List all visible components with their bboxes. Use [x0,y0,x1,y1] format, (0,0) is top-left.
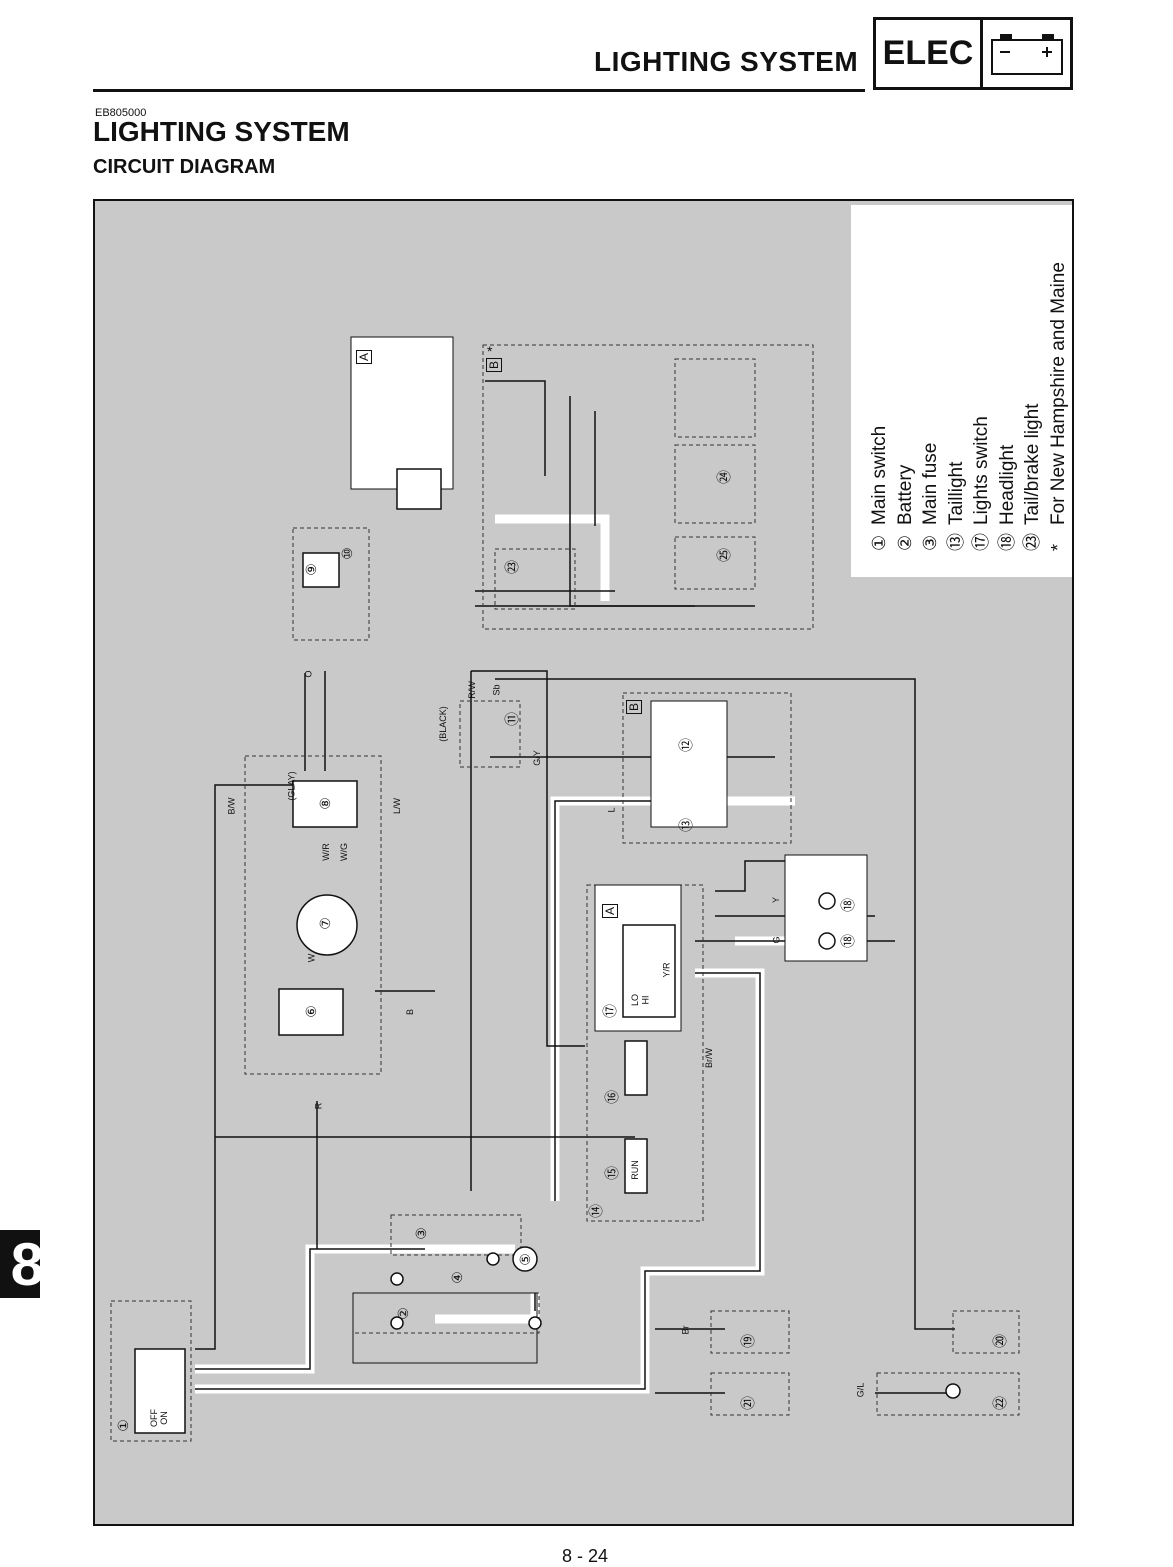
legend-item: ⑬Taillight [945,461,967,551]
component-label-4: ④ [448,1271,465,1284]
connector-note-gray: (GLAY) [286,771,297,801]
circuit-diagram: ① ② ③ ④ ⑤ ⑥ ⑦ ⑧ ⑨ ⑩ ⑪ ⑫ ⑬ ⑭ ⑮ ⑯ ⑰ ⑱ ⑱ ⑲ … [93,199,1074,1526]
component-label-22: ㉒ [992,1396,1008,1410]
wire-label-brw: Br/W [704,1048,714,1068]
component-label-20: ⑳ [992,1334,1008,1348]
wire-label-rw: R/W [466,681,477,699]
wire-label-b: B [405,1008,416,1016]
switch-label-run: RUN [629,1160,640,1180]
legend-item: *For New Hampshire and Maine [1047,262,1069,551]
section-title: LIGHTING SYSTEM [93,116,350,147]
battery-icon [983,20,1070,87]
legend: ①Main switch ②Battery ③Main fuse ⑬Tailli… [851,205,1072,577]
box-b-marker: B [486,357,503,373]
box-b-marker-main: B [626,699,643,715]
page-number: 8 - 24 [562,1546,609,1566]
component-label-1: ① [114,1419,131,1432]
component-label-21: ㉑ [740,1396,756,1410]
component-label-5: ⑤ [516,1253,533,1266]
wire-label-r: R [313,1102,324,1110]
component-label-15: ⑮ [604,1166,620,1180]
component-label-16: ⑯ [604,1090,620,1104]
component-label-23: ㉓ [504,560,520,574]
box-a-marker-main: A [602,903,619,919]
wire-label-bw: B/W [226,797,237,815]
component-label-7: ⑦ [316,917,333,930]
circuit-diagram-svg [110,336,1020,1442]
wire-label-br: Br [680,1325,691,1335]
wire-label-sb: Sb [491,684,502,696]
component-label-14: ⑭ [588,1204,604,1218]
component-shapes [134,468,961,1434]
legend-item: ①Main switch [869,425,890,551]
switch-label-on: ON [158,1411,169,1425]
component-label-17: ⑰ [602,1004,618,1018]
legend-item: ⑱Headlight [996,444,1018,551]
wire-label-wg: W/G [339,843,349,861]
legend-item: ㉓Tail/brake light [1022,403,1043,551]
wire-label-l: L [606,807,617,813]
wire-label-y: Y [771,896,782,904]
wire-label-gy: G/Y [531,750,542,766]
component-label-10: ⑩ [338,547,355,560]
star-marker: * [487,343,493,359]
component-label-8: ⑧ [316,797,333,810]
switch-label-hi: HI [640,995,651,1005]
header-rule [93,89,865,92]
wire-label-w: W [306,953,317,963]
component-label-18b: ⑱ [840,934,856,948]
component-label-18a: ⑱ [840,898,856,912]
wire-label-o: O [303,670,314,678]
elec-badge: ELEC [873,17,1073,90]
component-label-3: ③ [412,1227,429,1240]
legend-list: ①Main switch ②Battery ③Main fuse ⑬Tailli… [851,205,1072,577]
component-label-13: ⑬ [678,818,694,832]
component-label-6: ⑥ [302,1005,319,1018]
wire-label-gl: G/L [855,1382,866,1398]
component-label-19: ⑲ [740,1334,756,1348]
sub-title: CIRCUIT DIAGRAM [93,156,276,178]
switch-label-lo: LO [630,993,641,1007]
legend-item: ③Main fuse [920,442,941,551]
wire-label-g: G [771,936,782,944]
chapter-tab: 8 [0,1230,40,1298]
document-code: EB805000 [95,107,147,119]
legend-item: ⑰Lights switch [971,416,992,551]
component-label-24: ㉔ [716,470,732,484]
component-label-11: ⑪ [504,712,520,726]
wire-label-wr: W/R [320,843,331,861]
component-label-25: ㉕ [716,548,732,562]
component-label-12: ⑫ [678,738,694,752]
switch-label-off: OFF [149,1409,159,1427]
connector-note-black: (BLACK) [437,706,448,742]
wire-label-lw: L/W [392,797,403,815]
box-a-marker-insert: A [356,349,373,365]
component-label-9: ⑨ [302,563,319,576]
legend-item: ②Battery [894,464,916,551]
header-title: LIGHTING SYSTEM [594,46,859,77]
component-label-2: ② [394,1307,411,1320]
wire-label-yr: Y/R [661,962,672,978]
elec-label: ELEC [876,20,983,87]
